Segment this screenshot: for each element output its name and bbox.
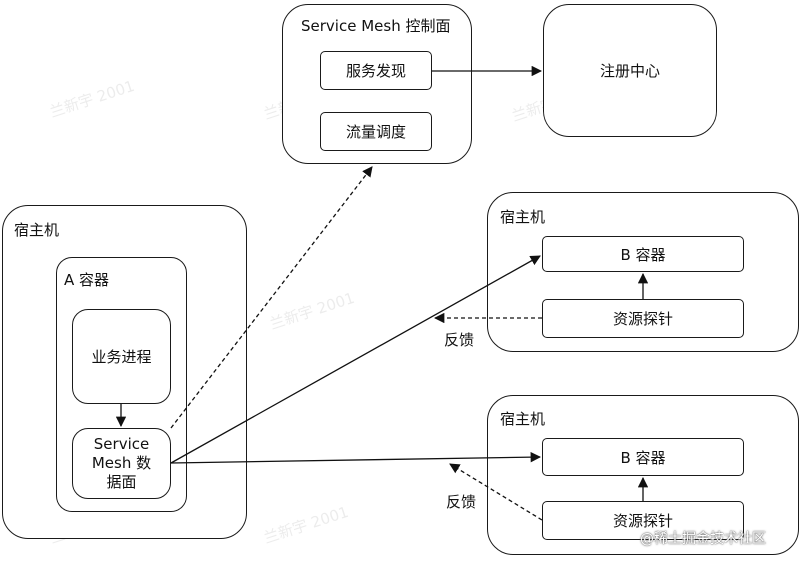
edge-feedback-bottom (449, 463, 543, 521)
control-plane-title: Service Mesh 控制面 (301, 17, 451, 35)
container-b-bottom-node: B 容器 (542, 438, 744, 476)
container-a-title: A 容器 (64, 271, 110, 289)
edge-dataplane-to-controlplane (170, 166, 373, 429)
traffic-scheduling-node: 流量调度 (320, 112, 432, 151)
service-discovery-node: 服务发现 (320, 51, 432, 90)
resource-probe-top-node: 资源探针 (542, 299, 744, 338)
host-left-title: 宿主机 (14, 221, 60, 239)
edge-dataplane-to-container-b-bottom (170, 451, 542, 464)
edge-dataplane-to-container-b-top (170, 255, 541, 464)
data-plane-node: Service Mesh 数据面 (72, 428, 171, 499)
registry-center-node: 注册中心 (543, 4, 717, 137)
credit-watermark: @稀土掘金技术社区 (640, 531, 766, 547)
host-right-top-title: 宿主机 (500, 208, 546, 226)
feedback-bottom-label: 反馈 (446, 493, 477, 511)
business-process-node: 业务进程 (72, 309, 171, 404)
container-b-top-node: B 容器 (542, 236, 744, 272)
host-right-bottom-title: 宿主机 (500, 410, 546, 428)
feedback-top-label: 反馈 (444, 331, 475, 349)
resource-probe-bottom-node: 资源探针 (542, 501, 744, 540)
